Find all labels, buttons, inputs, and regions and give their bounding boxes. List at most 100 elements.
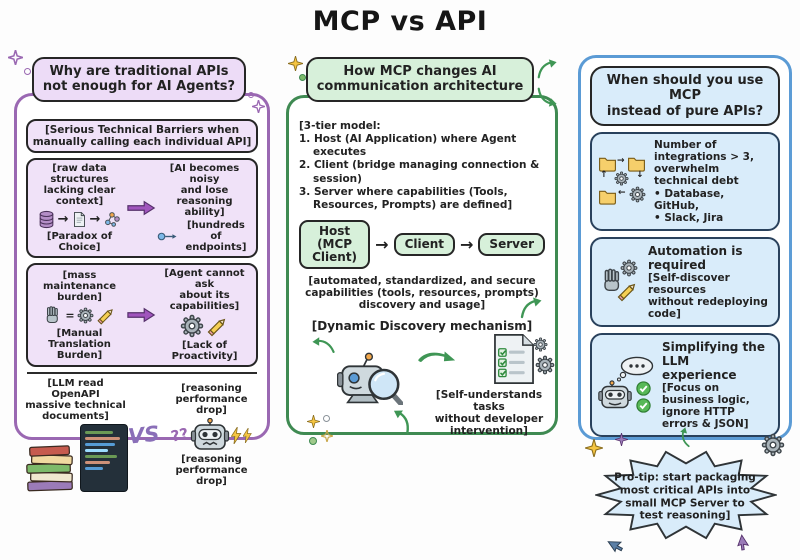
arrow-icon: ← [618, 188, 626, 199]
dot-decoration [24, 68, 31, 75]
simplify-title: Simplifying the LLM experience [662, 339, 765, 382]
middle-panel-header: How MCP changes AI communication archite… [306, 57, 534, 102]
section-divider [27, 372, 257, 374]
left-panel-header: Why are traditional APIs not enough for … [32, 57, 246, 102]
question-marks-icon: ?? [169, 424, 191, 446]
check-circle-icon [636, 397, 651, 413]
curved-arrow-icon [413, 340, 460, 383]
reasoning-drop-bottom-label: [reasoning performance drop] [175, 454, 248, 487]
gear-icon [620, 259, 638, 277]
tier-2: 2. Client (bridge managing connection & … [299, 159, 540, 185]
magnifier-robot-icon [337, 351, 403, 405]
left-panel: [Serious Technical Barriers when manuall… [14, 93, 270, 492]
lightning-icon [230, 426, 241, 444]
right-box-integrations: → ↑ ↓ ← Number of integrations > 3, over… [590, 131, 780, 231]
raw-data-label: [raw data structures lacking clear conte… [43, 163, 116, 207]
agent-cannot-ask-label: [Agent cannot ask about its capabilities… [164, 268, 245, 312]
gear-icon [533, 337, 548, 352]
curved-arrow-icon [309, 331, 338, 366]
left-box-raw-data: [raw data structures lacking clear conte… [26, 158, 258, 258]
sparkle-icon [251, 98, 266, 117]
ai-noisy-label: [AI becomes noisy and lose reasoning abi… [169, 163, 240, 218]
block-arrow-icon [127, 308, 155, 322]
gear-icon [761, 433, 785, 457]
curved-arrow-icon [536, 82, 558, 108]
page-title: MCP vs API [312, 6, 488, 37]
simplify-subtitle: [Focus on business logic, ignore HTTP er… [662, 381, 750, 430]
arrow-icon: → [460, 234, 474, 254]
arrow-icon: → [89, 211, 101, 227]
dot-decoration [309, 437, 317, 446]
arrow-icon: → [57, 211, 69, 227]
database-icon [39, 210, 53, 228]
curved-arrow-icon [385, 405, 418, 443]
arrow-icon: → [375, 234, 389, 254]
gear-icon [77, 307, 94, 323]
middle-panel: [3-tier model: 1. Host (AI Application) … [286, 95, 558, 446]
maintenance-label: [mass maintenance burden] [43, 269, 116, 303]
curved-arrow-icon [536, 58, 558, 84]
lack-proactivity-label: [Lack of Proactivity] [171, 340, 238, 362]
server-box: Server [478, 233, 545, 257]
right-panel: When should you use MCP instead of pure … [578, 55, 792, 555]
network-icon [105, 212, 121, 227]
dot-decoration [323, 415, 330, 423]
integrations-bullet-1: Database, GitHub, [654, 188, 772, 212]
pencil-icon [207, 317, 227, 337]
pencil-icon [617, 282, 637, 302]
discovery-graphic: [Self-understands tasks without develope… [305, 331, 555, 446]
sparkle-icon [7, 49, 24, 69]
lightning-icon [242, 427, 252, 443]
llm-docs-label: [LLM read OpenAPI massive technical docu… [25, 378, 126, 422]
data-pipeline-icons: → → [37, 209, 123, 229]
code-block-icon [80, 424, 128, 492]
reasoning-drop-top-label: [reasoning performance drop] [175, 383, 248, 416]
thought-bubble-icon [616, 356, 654, 382]
mcp-flow: Host (MCP Client) → Client → Server [299, 219, 545, 270]
integrations-bullet-2: Slack, Jira [654, 212, 772, 224]
tier-1: 1. Host (AI Application) where Agent exe… [299, 133, 517, 159]
folder-icon [599, 191, 616, 206]
books-icon [26, 445, 73, 492]
folders-gears-icons: → ↑ ↓ ← [598, 155, 648, 207]
paradox-label: [Paradox of Choice] [46, 231, 113, 253]
star-icon [306, 413, 321, 432]
client-box: Client [393, 233, 456, 257]
right-panel-header: When should you use MCP instead of pure … [590, 66, 780, 126]
manual-translation-label: [Manual Translation Burden] [48, 327, 111, 361]
automation-title: Automation is required [648, 243, 743, 272]
gear-icon [535, 356, 555, 375]
pencil-icon [97, 307, 114, 324]
dynamic-discovery-caption: [Dynamic Discovery mechanism] [311, 319, 533, 334]
equals-sign: = [65, 308, 75, 322]
document-icon [73, 211, 85, 227]
endpoint-node-icon [157, 232, 178, 241]
gear-icon [629, 187, 646, 203]
arrow-icon: ↓ [636, 170, 644, 181]
gear-icon [614, 171, 629, 186]
curved-arrow-icon [519, 295, 543, 325]
capabilities-caption: [automated, standardized, and secure cap… [305, 275, 539, 312]
arrow-icon: ↑ [600, 170, 608, 181]
star-icon [614, 431, 629, 450]
arrow-icon: → [617, 156, 625, 167]
robot-icon [598, 380, 632, 409]
dot-decoration [299, 74, 306, 81]
left-box-maintenance: [mass maintenance burden] = [Manual Tran… [26, 263, 258, 367]
protip-burst: Pro-tip: start packaging most critical A… [584, 425, 785, 555]
vs-label: VS [126, 421, 161, 449]
tier-3: 3. Server where capabilities (Tools, Res… [299, 185, 513, 211]
block-arrow-icon [127, 201, 155, 215]
automation-subtitle: [Self-discover resources without redeplo… [648, 271, 768, 320]
self-understands-caption: [Self-understands tasks without develope… [434, 389, 544, 438]
sparkle-icon [320, 427, 334, 446]
robot-thought-icons [598, 356, 656, 414]
host-box: Host (MCP Client) [299, 219, 371, 270]
star-icon [287, 55, 304, 75]
right-box-simplify: Simplifying the LLM experience [Focus on… [590, 332, 780, 437]
endpoints-label: [hundreds of endpoints] [185, 220, 247, 253]
integrations-title: Number of integrations > 3, overwhelm te… [654, 138, 754, 187]
checklist-icon [494, 334, 534, 385]
dot-decoration [248, 92, 254, 98]
robot-icon [190, 418, 230, 450]
